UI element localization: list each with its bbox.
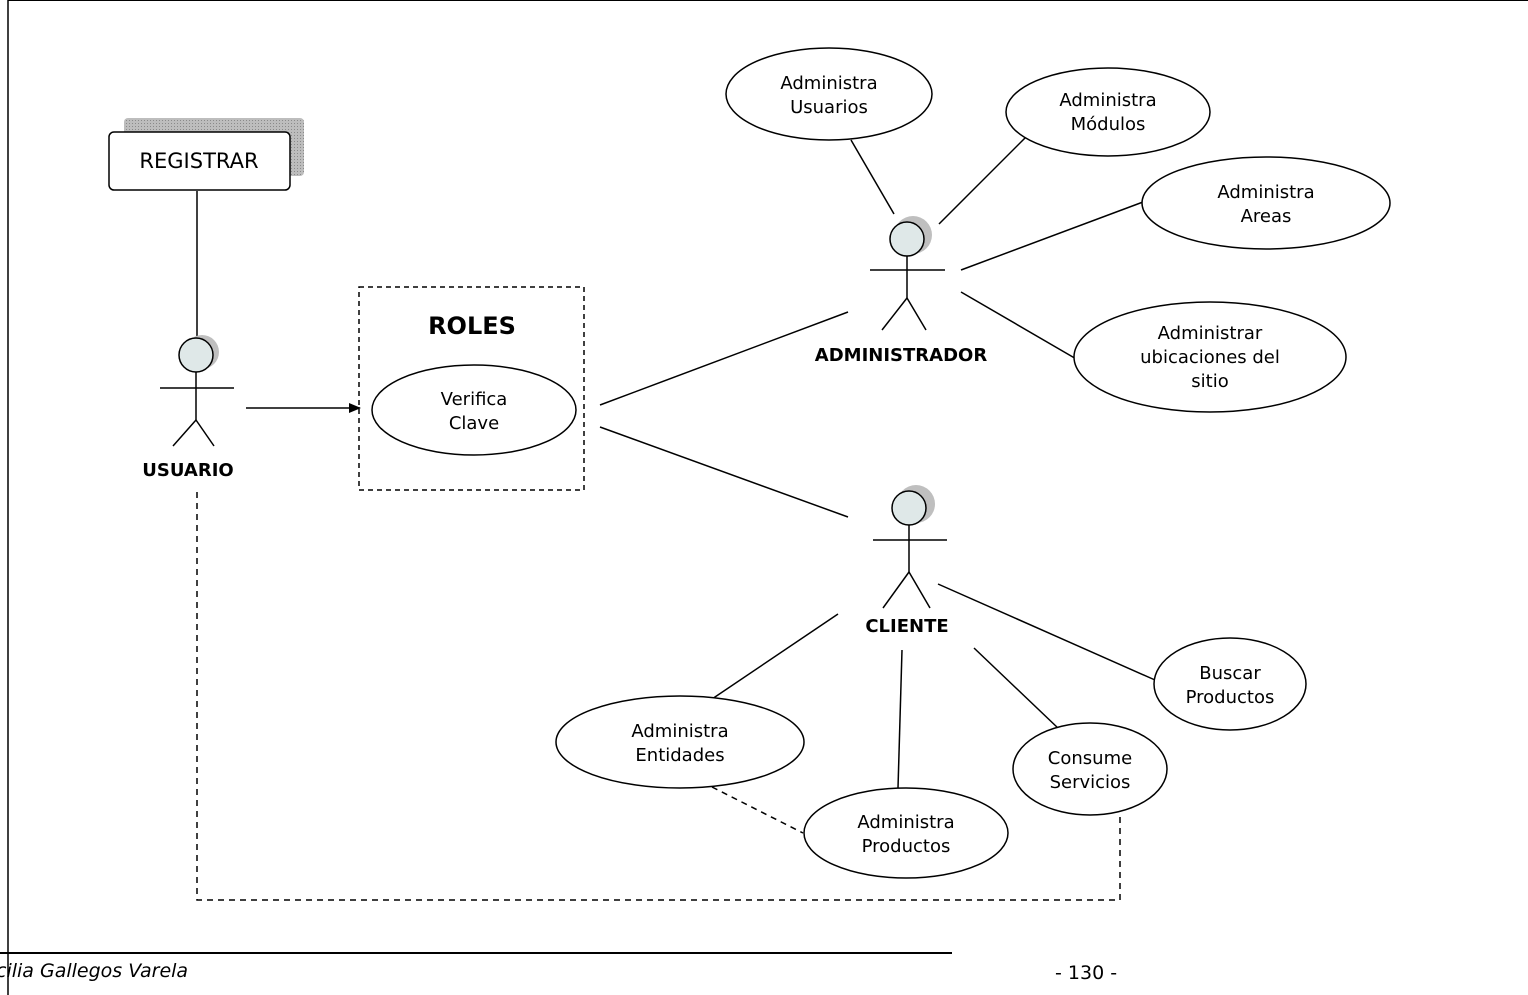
registrar-label: REGISTRAR	[139, 149, 258, 173]
actor-administrador-icon	[870, 216, 945, 331]
use-case-administra-areas: Administra Areas	[1141, 156, 1391, 250]
svg-text:sitio: sitio	[1191, 371, 1228, 392]
svg-text:Entidades: Entidades	[635, 745, 724, 766]
svg-text:Buscar: Buscar	[1199, 663, 1261, 684]
admin-modulos-line	[938, 136, 1027, 225]
svg-text:Verifica: Verifica	[441, 389, 508, 410]
use-case-administra-modulos: Administra Módulos	[1005, 67, 1211, 157]
actor-usuario-label: USUARIO	[142, 460, 233, 481]
roles-title: ROLES	[428, 312, 516, 340]
usuario-servicios-dashed-link	[196, 492, 1121, 901]
roles-package: ROLES	[358, 286, 585, 491]
svg-text:Areas: Areas	[1241, 206, 1292, 227]
use-case-consume-servicios: Consume Servicios	[1012, 722, 1168, 816]
svg-text:Administra: Administra	[631, 721, 728, 742]
svg-text:Administra: Administra	[1217, 182, 1314, 203]
use-case-administra-entidades: Administra Entidades	[555, 695, 805, 789]
actor-administrador: ADMINISTRADOR	[815, 216, 988, 366]
svg-text:Administra: Administra	[1059, 90, 1156, 111]
actor-cliente: CLIENTE	[865, 485, 949, 637]
actor-usuario-icon	[160, 335, 234, 447]
entidades-productos-dashed-link	[711, 786, 804, 834]
svg-text:Administra: Administra	[857, 812, 954, 833]
cliente-servicios-line	[973, 647, 1060, 730]
svg-text:Módulos: Módulos	[1071, 114, 1146, 135]
dashed-links	[196, 492, 1121, 901]
svg-text:Administrar: Administrar	[1158, 323, 1263, 344]
page-number: - 130 -	[1055, 962, 1118, 984]
use-case-buscar-productos: Buscar Productos	[1153, 637, 1307, 731]
admin-ubicaciones-line	[960, 291, 1079, 361]
svg-text:Administra: Administra	[780, 73, 877, 94]
cliente-buscar-line	[937, 583, 1156, 681]
actor-administrador-label: ADMINISTRADOR	[815, 345, 988, 366]
registrar-box: REGISTRAR	[108, 118, 304, 191]
svg-text:Productos: Productos	[1186, 687, 1275, 708]
association-lines	[196, 136, 1156, 789]
svg-text:Productos: Productos	[862, 836, 951, 857]
cliente-productos-line	[897, 649, 903, 789]
use-case-administrar-ubicaciones: Administrar ubicaciones del sitio	[1073, 301, 1347, 413]
svg-text:Usuarios: Usuarios	[790, 97, 868, 118]
roles-cliente-line	[599, 426, 849, 518]
use-case-administra-usuarios: Administra Usuarios	[725, 47, 933, 141]
actor-cliente-icon	[873, 485, 947, 609]
footer-author: cilia Gallegos Varela	[0, 960, 189, 982]
svg-text:Consume: Consume	[1048, 748, 1132, 769]
actor-usuario: USUARIO	[142, 335, 234, 481]
svg-text:Servicios: Servicios	[1050, 772, 1131, 793]
cliente-entidades-line	[711, 613, 839, 700]
use-case-verifica-clave: Verifica Clave	[371, 364, 577, 456]
actor-cliente-label: CLIENTE	[865, 616, 948, 637]
svg-text:Clave: Clave	[449, 413, 499, 434]
svg-text:ubicaciones del: ubicaciones del	[1140, 347, 1280, 368]
roles-administrador-line	[599, 311, 849, 406]
admin-areas-line	[960, 201, 1144, 271]
use-case-administra-productos: Administra Productos	[803, 787, 1009, 879]
admin-usuarios-line	[850, 139, 895, 215]
